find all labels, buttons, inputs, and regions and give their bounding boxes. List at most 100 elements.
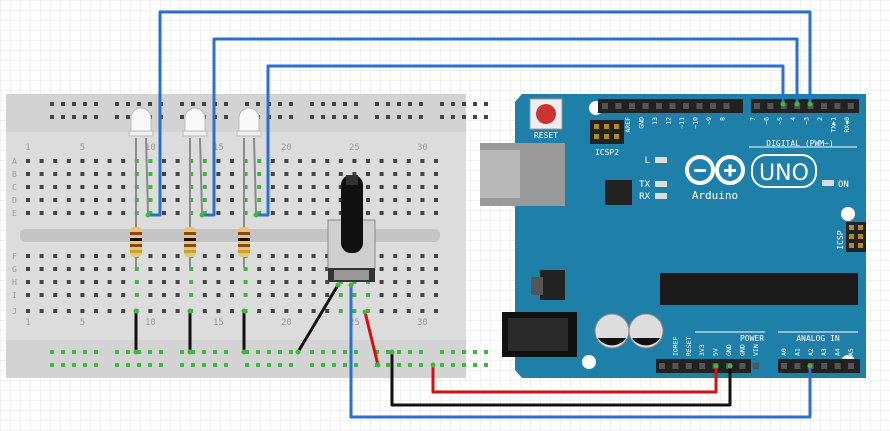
power-pin-label: IOREF: [671, 336, 679, 356]
rail-hole: [419, 350, 423, 354]
breadboard-hole: [94, 172, 98, 176]
breadboard-hole: [325, 198, 330, 202]
potentiometer-knob[interactable]: [341, 175, 363, 253]
breadboard-hole: [94, 280, 98, 284]
breadboard-hole: [270, 172, 275, 176]
icsp2-header: [590, 120, 624, 144]
breadboard-hole: [94, 211, 98, 215]
breadboard-hole: [162, 185, 166, 189]
rail-hole: [213, 363, 217, 367]
rail-hole: [419, 363, 423, 367]
wire-black-pot: [296, 283, 340, 354]
icsp-pin: [849, 234, 854, 239]
rail-hole: [451, 363, 455, 367]
header-pin: [683, 103, 689, 109]
breadboard-hole: [189, 293, 194, 297]
breadboard-hole: [420, 254, 425, 258]
breadboard-hole: [420, 159, 425, 163]
potentiometer[interactable]: [327, 175, 376, 282]
breadboard-hole: [202, 185, 207, 189]
breadboard-hole: [257, 267, 262, 271]
breadboard-hole: [270, 267, 275, 271]
reset-button-cap[interactable]: [536, 104, 556, 124]
breadboard-hole: [311, 211, 316, 215]
header-pin: [685, 363, 692, 369]
breadboard-hole: [39, 185, 44, 189]
breadboard-hole: [175, 309, 180, 313]
breadboard-hole: [230, 309, 234, 313]
breadboard-hole: [284, 280, 289, 284]
rail-hole: [245, 363, 249, 367]
wire-red-5v: [431, 363, 718, 394]
rail-hole: [343, 102, 347, 106]
rail-hole: [386, 102, 390, 106]
rail-hole: [484, 363, 488, 367]
rail-hole: [419, 102, 423, 106]
rail-hole: [180, 115, 184, 119]
icsp-pin: [849, 243, 854, 248]
wire-end: [295, 349, 301, 355]
breadboard-hole: [298, 185, 302, 189]
rail-hole: [94, 350, 98, 354]
breadboard-hole: [121, 254, 126, 258]
digital-pin-label: 8: [719, 117, 727, 121]
row-letter: B: [12, 170, 17, 179]
column-number: 5: [80, 318, 85, 328]
breadboard-hole: [230, 159, 234, 163]
digital-pin-label: 13: [651, 117, 659, 125]
rail-hole: [72, 363, 76, 367]
header-pin: [696, 103, 703, 109]
breadboard-hole: [175, 267, 180, 271]
digital-pin-label: 2: [816, 117, 824, 121]
breadboard-hole: [216, 198, 221, 202]
breadboard-hole: [298, 159, 302, 163]
breadboard-hole: [202, 309, 207, 313]
rail-hole: [61, 115, 65, 119]
usb-chip: [605, 180, 632, 205]
rail-hole: [180, 102, 184, 106]
icsp2-pin: [614, 134, 619, 139]
breadboard-hole: [148, 309, 153, 313]
breadboard-hole: [352, 172, 357, 176]
wire-end: [241, 349, 247, 355]
breadboard-hole: [406, 254, 411, 258]
wire-end: [362, 309, 368, 315]
rail-hole: [148, 102, 152, 106]
breadboard-hole: [325, 267, 330, 271]
rail-hole: [126, 363, 130, 367]
rail-hole: [126, 115, 130, 119]
breadboard-hole: [53, 211, 58, 215]
rail-hole: [50, 350, 54, 354]
rail-hole: [321, 115, 325, 119]
rail-hole: [278, 102, 282, 106]
rail-hole: [397, 363, 401, 367]
header-pin: [699, 363, 706, 369]
breadboard-hole: [325, 211, 330, 215]
rail-hole: [245, 102, 249, 106]
breadboard-hole: [366, 159, 370, 163]
rail-hole: [451, 115, 455, 119]
power-pin-label: 5V: [712, 348, 720, 356]
logo-text: Arduino: [692, 189, 738, 202]
breadboard-hole: [366, 211, 370, 215]
rail-hole: [180, 363, 184, 367]
breadboard-hole: [298, 309, 302, 313]
digital-pin-label: ~3: [803, 117, 811, 125]
breadboard-hole: [379, 172, 384, 176]
breadboard-hole: [107, 185, 112, 189]
breadboard-hole: [39, 159, 44, 163]
breadboard-hole: [298, 280, 302, 284]
breadboard-hole: [338, 211, 343, 215]
breadboard-hole: [189, 198, 194, 202]
breadboard-hole: [284, 185, 289, 189]
rail-hole: [83, 363, 87, 367]
analog-pin-label: A5: [847, 348, 855, 356]
capacitor: [628, 313, 664, 349]
breadboard-hole: [420, 185, 425, 189]
breadboard-hole: [406, 185, 411, 189]
column-number: 20: [281, 143, 292, 153]
rail-hole: [94, 363, 98, 367]
analog-pin-label: A1: [793, 348, 801, 356]
breadboard-hole: [230, 293, 234, 297]
breadboard-hole: [325, 280, 330, 284]
